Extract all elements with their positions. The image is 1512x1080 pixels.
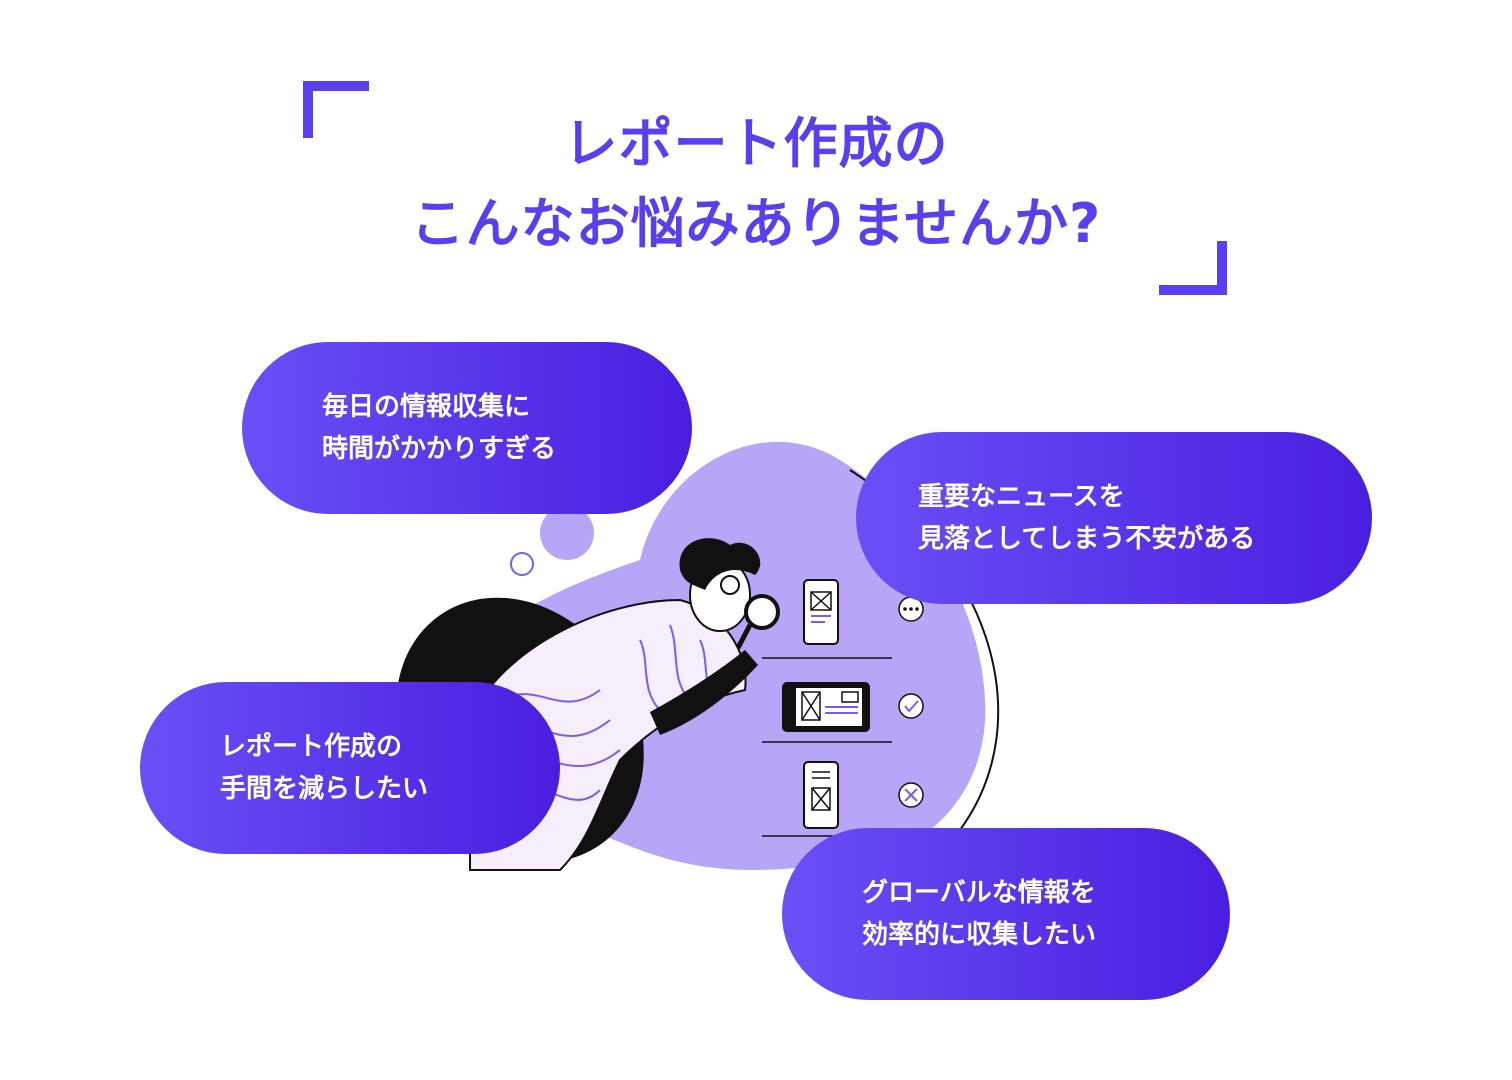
cross-icon bbox=[898, 782, 924, 808]
concern-3-line-2: 手間を減らしたい bbox=[220, 774, 429, 804]
page-title: レポート作成の こんなお悩みありませんか? bbox=[0, 104, 1512, 264]
magnifier-icon bbox=[735, 594, 780, 650]
concern-4-line-2: 効率的に収集したい bbox=[862, 920, 1097, 950]
device-row-3 bbox=[762, 761, 924, 837]
person-arm bbox=[650, 650, 758, 735]
concern-pill-3: レポート作成の 手間を減らしたい bbox=[140, 682, 560, 854]
bracket-close-icon bbox=[1159, 241, 1227, 295]
bubble-large bbox=[540, 506, 594, 560]
concern-1-line-2: 時間がかかりすぎる bbox=[322, 434, 557, 464]
bracket-open-icon bbox=[303, 81, 369, 138]
concern-3-line-1: レポート作成の bbox=[220, 732, 403, 762]
concern-2-line-2: 見落としてしまう不安がある bbox=[918, 524, 1256, 554]
person-hair bbox=[679, 538, 761, 590]
concern-2-line-1: 重要なニュースを bbox=[918, 482, 1125, 512]
concern-pill-1: 毎日の情報収集に 時間がかかりすぎる bbox=[242, 342, 692, 514]
device-row-2 bbox=[762, 682, 924, 743]
title-line-1: レポート作成の bbox=[563, 112, 949, 175]
title-line-2: こんなお悩みありませんか? bbox=[410, 192, 1102, 255]
concern-pill-2: 重要なニュースを 見落としてしまう不安がある bbox=[856, 432, 1372, 604]
concern-pill-4: グローバルな情報を 効率的に収集したい bbox=[782, 828, 1230, 1000]
concern-1-line-1: 毎日の情報収集に bbox=[322, 392, 531, 422]
concern-4-line-1: グローバルな情報を bbox=[862, 878, 1096, 908]
bubble-small bbox=[510, 552, 534, 576]
check-icon bbox=[898, 693, 924, 719]
phone-icon bbox=[803, 579, 839, 645]
